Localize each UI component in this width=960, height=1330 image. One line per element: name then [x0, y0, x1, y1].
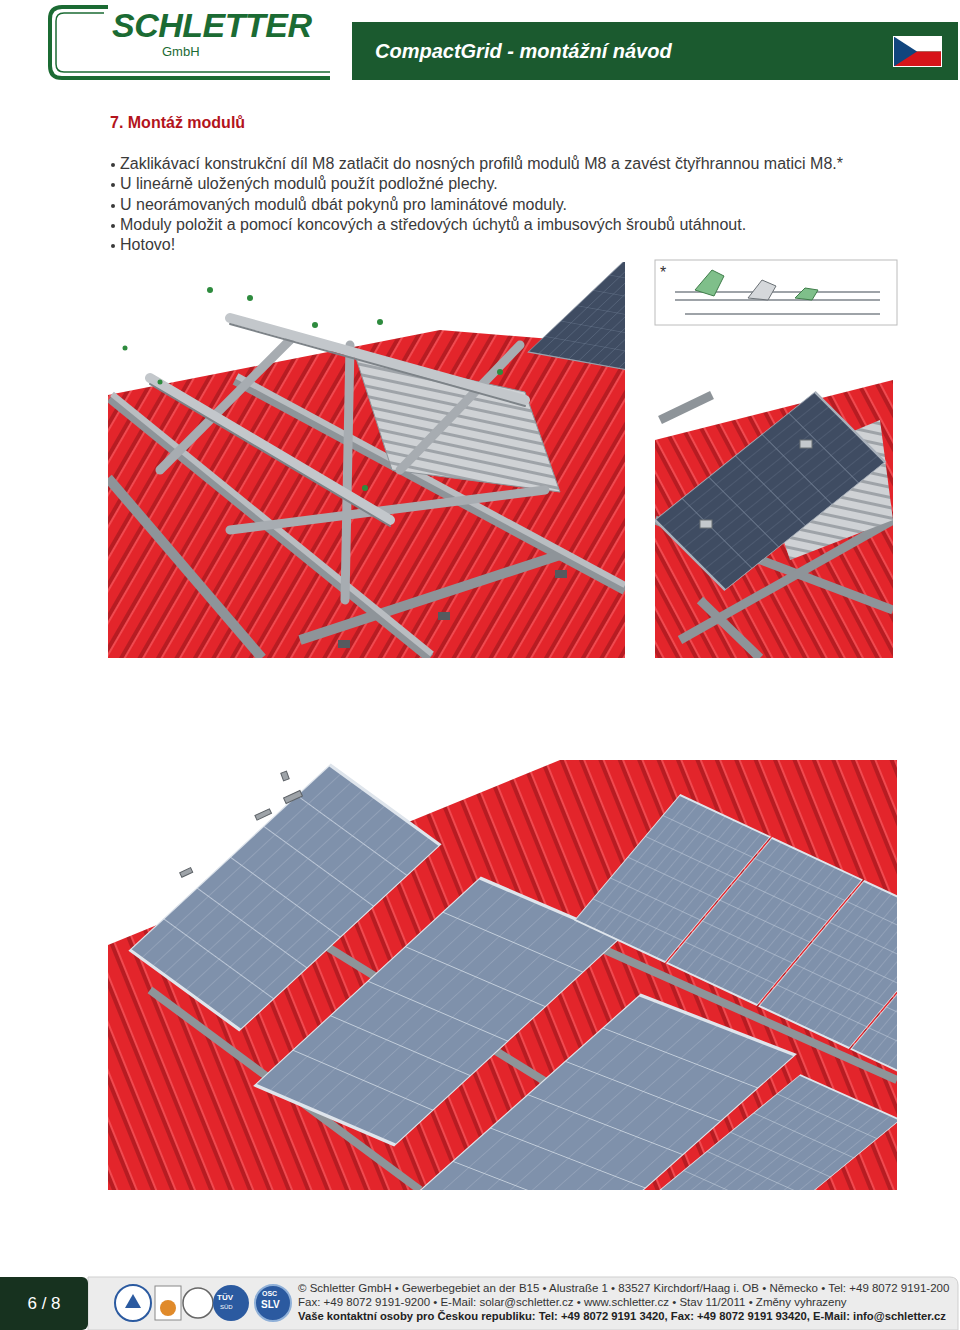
clamp [255, 809, 272, 820]
profile-edges [150, 324, 525, 526]
clip-part [377, 319, 383, 325]
clip-parts [123, 287, 504, 491]
module-surface [655, 392, 885, 590]
solar-modules [130, 765, 897, 1190]
badge-text: SÜD [220, 1304, 233, 1311]
frame-struts [160, 340, 545, 600]
base-rail [660, 395, 712, 420]
solar-module [851, 924, 897, 1091]
foot [555, 570, 567, 578]
flag-border [894, 37, 942, 67]
base-rail [108, 478, 262, 658]
module-profile [230, 318, 525, 400]
finished-array-illustration [108, 750, 897, 1190]
inset-frame [655, 260, 897, 325]
logo-box: SCHLETTERGmbH [112, 4, 334, 66]
header-band: CompactGrid - montážní návod [352, 22, 958, 80]
clip-part [497, 369, 503, 375]
instruction-text: Zaklikávací konstrukční díl M8 zatlačit … [120, 154, 843, 173]
solar-module [528, 262, 625, 370]
certificate-symbol [125, 1294, 141, 1308]
base-rails [108, 380, 625, 658]
clip-part [312, 322, 318, 328]
badge-text: SLV [261, 1299, 280, 1310]
certificate-symbol [160, 1300, 176, 1316]
certificate-badge [255, 1285, 291, 1321]
bullet-dot [111, 244, 115, 248]
clip-part [158, 380, 163, 385]
instruction-text: U neorámovaných modulů dbát pokynů pro l… [120, 195, 567, 214]
instruction-text: U lineárně uložených modulů použít podlo… [120, 174, 498, 193]
footer-text: Vaše kontaktní osoby pro Českou republik… [298, 1309, 946, 1323]
logo-wordmark: SCHLETTER [112, 6, 312, 44]
back-sheet [355, 355, 560, 492]
certificate-badge [183, 1288, 213, 1318]
badge-text: TÜV [217, 1293, 233, 1302]
clamp [700, 520, 712, 528]
clamp [284, 790, 303, 803]
detail-inset [655, 260, 897, 325]
clip-part [123, 346, 128, 351]
bullet-dot [111, 224, 115, 228]
module-surface [528, 262, 625, 370]
profile-edge [150, 384, 390, 526]
mounting-illustration [108, 262, 625, 658]
clip-part [247, 295, 253, 301]
clamp [180, 868, 193, 878]
foot [338, 640, 350, 648]
module-illustration [655, 345, 893, 658]
clip-part [362, 485, 368, 491]
corrugated-roof [655, 380, 893, 658]
logo-frame [50, 7, 330, 78]
clamp [281, 771, 289, 781]
profile-section [675, 292, 880, 314]
base-rail [700, 600, 760, 658]
bullet-dot [111, 163, 115, 167]
module-clamps [700, 440, 812, 528]
module-profiles [150, 318, 525, 520]
instruction-text: Moduly položit a pomocí koncových a stře… [120, 215, 746, 234]
bullet-dot [111, 183, 115, 187]
rail-highlights [112, 376, 625, 654]
loose-clamps [180, 771, 303, 877]
footer-band [88, 1277, 958, 1330]
certificate-badge [115, 1285, 151, 1321]
certificate-badge [155, 1286, 181, 1320]
bullet-dot [111, 204, 115, 208]
strut [345, 345, 350, 600]
page-number: 6 / 8 [27, 1294, 60, 1314]
foot [438, 612, 450, 620]
clip-part [207, 287, 213, 293]
logo-suffix: GmbH [162, 44, 200, 59]
snap-part [795, 288, 818, 300]
feet [338, 570, 567, 648]
page-number-box: 6 / 8 [0, 1277, 88, 1330]
solar-module [655, 392, 885, 590]
corrugated-roof [108, 330, 625, 658]
profile-edge [230, 324, 525, 406]
module-profile [150, 378, 390, 520]
certificate-badge [213, 1285, 249, 1321]
snap-part [695, 270, 724, 296]
logo-outline [50, 7, 330, 78]
flag-triangle [893, 36, 917, 67]
solar-module [660, 1075, 897, 1190]
footer [88, 1277, 958, 1330]
instruction-text: Hotovo! [120, 235, 175, 254]
square-nut [748, 280, 776, 300]
footnote-mark: * [660, 264, 666, 282]
footer-text: Fax: +49 8072 9191-9200 • E-Mail: solar@… [298, 1295, 847, 1309]
badge-text: OSC [262, 1290, 277, 1298]
clamp [800, 440, 812, 448]
document-title: CompactGrid - montážní návod [375, 40, 672, 63]
strut [400, 345, 520, 470]
czech-flag [893, 36, 942, 67]
image-ground [108, 262, 625, 658]
footer-text: © Schletter GmbH • Gewerbegebiet an der … [298, 1281, 949, 1295]
section-heading: 7. Montáž modulů [110, 113, 245, 132]
base-rail [300, 555, 560, 640]
image-ground [655, 345, 893, 658]
